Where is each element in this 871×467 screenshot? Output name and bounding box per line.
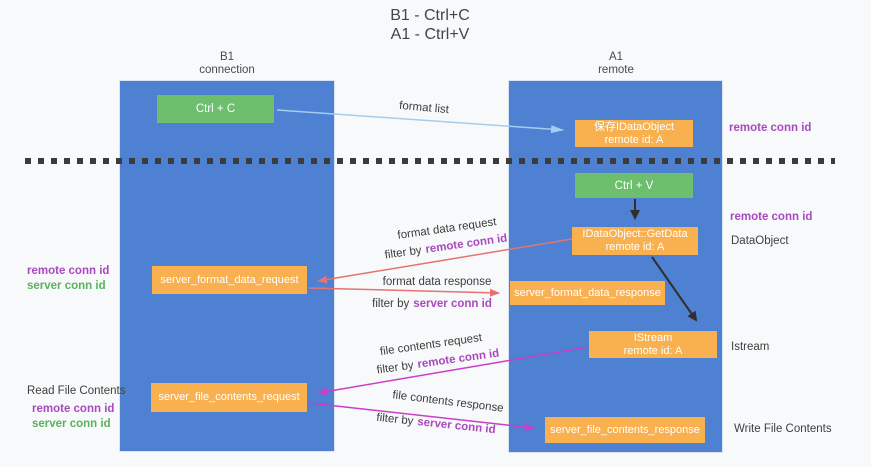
node-ctrl-v: Ctrl + V: [575, 173, 693, 198]
filter-by-text: filter by: [376, 359, 415, 377]
annotation-left-conn-ids-bottom: remote conn id server conn id: [32, 402, 114, 432]
node-istream-line2: remote id: A: [623, 344, 683, 357]
node-ctrl-c: Ctrl + C: [157, 95, 274, 123]
annotation-remote-conn-id-mid: remote conn id: [730, 211, 813, 223]
annotation-write-file-contents: Write File Contents: [734, 423, 832, 435]
lane-b1-name: B1: [219, 51, 235, 63]
node-file-request-label: server_file_contents_request: [158, 391, 300, 403]
node-format-response-label: server_format_data_response: [514, 286, 661, 299]
node-server-file-contents-response: server_file_contents_response: [545, 417, 705, 443]
annotation-server-conn-id-left: server conn id: [27, 280, 106, 292]
diagram-title: B1 - Ctrl+C A1 - Ctrl+V: [390, 6, 470, 44]
lane-a1-subtitle: remote: [598, 63, 634, 76]
annotation-server-conn-id-left2: server conn id: [32, 418, 111, 430]
node-ctrl-c-label: Ctrl + C: [195, 103, 236, 115]
annotation-remote-conn-id-top: remote conn id: [729, 122, 812, 134]
arrow-format-request-to-response: [308, 287, 500, 297]
label-file-contents-response: file contents response: [391, 389, 505, 415]
node-getdata-line1: IDataObject::GetData: [582, 228, 688, 240]
node-server-format-data-request: server_format_data_request: [152, 266, 307, 294]
annotation-left-conn-ids: remote conn id server conn id: [27, 264, 109, 294]
annotation-dataobject: DataObject: [731, 235, 789, 247]
filter-by-text: filter by: [375, 411, 414, 428]
annotation-read-file-contents: Read File Contents: [27, 385, 126, 397]
filter-by-text: filter by: [384, 244, 423, 262]
filter-by-text: filter by: [372, 298, 410, 310]
node-istream-line1: IStream: [633, 331, 673, 344]
node-save-idataobject-line2: remote id: A: [604, 133, 664, 146]
node-save-idataobject-line1: 保存IDataObject: [593, 120, 675, 133]
node-getdata-line2: remote id: A: [605, 241, 665, 253]
lane-b1-subtitle: connection: [199, 63, 255, 76]
node-file-response-label: server_file_contents_response: [550, 423, 700, 436]
node-server-format-data-response: server_format_data_response: [510, 281, 665, 305]
server-conn-id-text: server conn id: [416, 416, 497, 437]
label-format-data-response: format data response: [382, 276, 492, 288]
lane-a1-header: A1 remote: [598, 51, 634, 76]
node-ctrl-v-label: Ctrl + V: [614, 179, 654, 192]
title-line-1: B1 - Ctrl+C: [390, 7, 470, 24]
annotation-remote-conn-id-left2: remote conn id: [32, 403, 115, 415]
lane-a1-name: A1: [608, 51, 624, 63]
annotation-remote-conn-id-left: remote conn id: [27, 265, 110, 277]
annotation-istream: Istream: [731, 341, 770, 353]
node-server-file-contents-request: server_file_contents_request: [151, 383, 307, 412]
node-save-idataobject: 保存IDataObject remote id: A: [575, 120, 693, 147]
label-format-list: format list: [398, 99, 450, 117]
title-line-2: A1 - Ctrl+V: [390, 26, 470, 43]
lane-b1-header: B1 connection: [199, 51, 255, 76]
node-idataobject-getdata: IDataObject::GetData remote id: A: [572, 227, 698, 255]
server-conn-id-text: server conn id: [413, 298, 492, 310]
node-istream: IStream remote id: A: [589, 331, 717, 358]
node-format-request-label: server_format_data_request: [160, 273, 299, 286]
